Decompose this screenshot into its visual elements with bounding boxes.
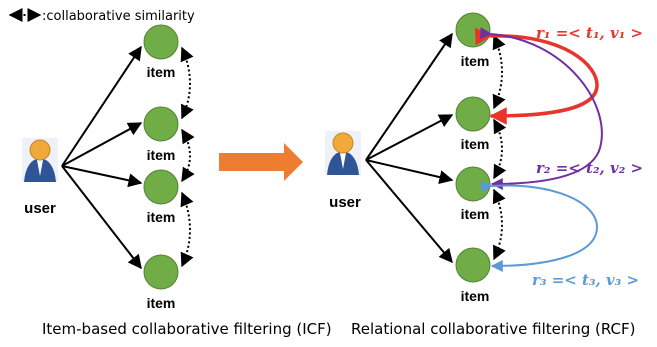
rcf-item-node (455, 96, 491, 132)
icf-edge-1 (61, 45, 142, 167)
icf-user-label: user (24, 200, 56, 217)
icf-edge-2 (61, 122, 143, 167)
rcf-user-icon (325, 131, 361, 175)
relation-r1-arc (475, 27, 599, 125)
icf-caption: Item-based collaborative filtering (ICF) (42, 320, 332, 338)
rcf-caption: Relational collaborative filtering (RCF) (351, 320, 635, 338)
rcf-edge-2 (365, 114, 454, 161)
icf-item-label: item (147, 209, 176, 225)
icf-edge-3 (61, 165, 143, 188)
icf-item-node (143, 24, 179, 60)
rcf-similarity-arc (492, 188, 506, 261)
relation-r2-label: r₂ =< t₂, v₂ > (536, 159, 643, 177)
relation-r2-arc (479, 27, 603, 190)
icf-item-label: item (147, 295, 176, 311)
icf-panel: user item item item item Item-based coll… (22, 24, 332, 338)
icf-item-node (143, 169, 179, 205)
rcf-edge-4 (365, 159, 453, 264)
icf-similarity-arc (180, 191, 194, 268)
rcf-similarity-arc (493, 118, 507, 180)
rcf-user-label: user (329, 194, 361, 211)
icf-item-node (143, 254, 179, 290)
rcf-edge-1 (365, 32, 453, 161)
icf-similarity-arc (181, 128, 195, 183)
relation-r3-arc (480, 180, 599, 272)
rcf-item-node (455, 247, 491, 283)
rcf-item-label: item (461, 288, 490, 304)
relation-r1-label: r₁ =< t₁, v₁ > (536, 24, 643, 42)
icf-item-node (143, 106, 179, 142)
rcf-similarity-arc (492, 34, 506, 110)
rcf-item-label: item (461, 53, 490, 69)
rcf-item-label: item (461, 136, 490, 152)
relation-r3-label: r₃ =< t₃, v₃ > (532, 271, 639, 289)
rcf-item-label: item (461, 206, 490, 222)
rcf-edge-3 (365, 159, 454, 184)
icf-item-label: item (147, 147, 176, 163)
rcf-item-node (455, 166, 491, 202)
rcf-item-node (455, 12, 491, 48)
icf-user-icon (22, 138, 58, 182)
rcf-panel: user item item item item r₁ =< t₁, v₁ > … (325, 12, 643, 338)
transition-arrow-icon (219, 143, 303, 181)
legend-label: :collaborative similarity (42, 9, 195, 24)
icf-similarity-arc (180, 46, 194, 120)
icf-edge-4 (61, 165, 142, 270)
icf-item-label: item (147, 64, 176, 80)
legend: :collaborative similarity (8, 8, 195, 24)
